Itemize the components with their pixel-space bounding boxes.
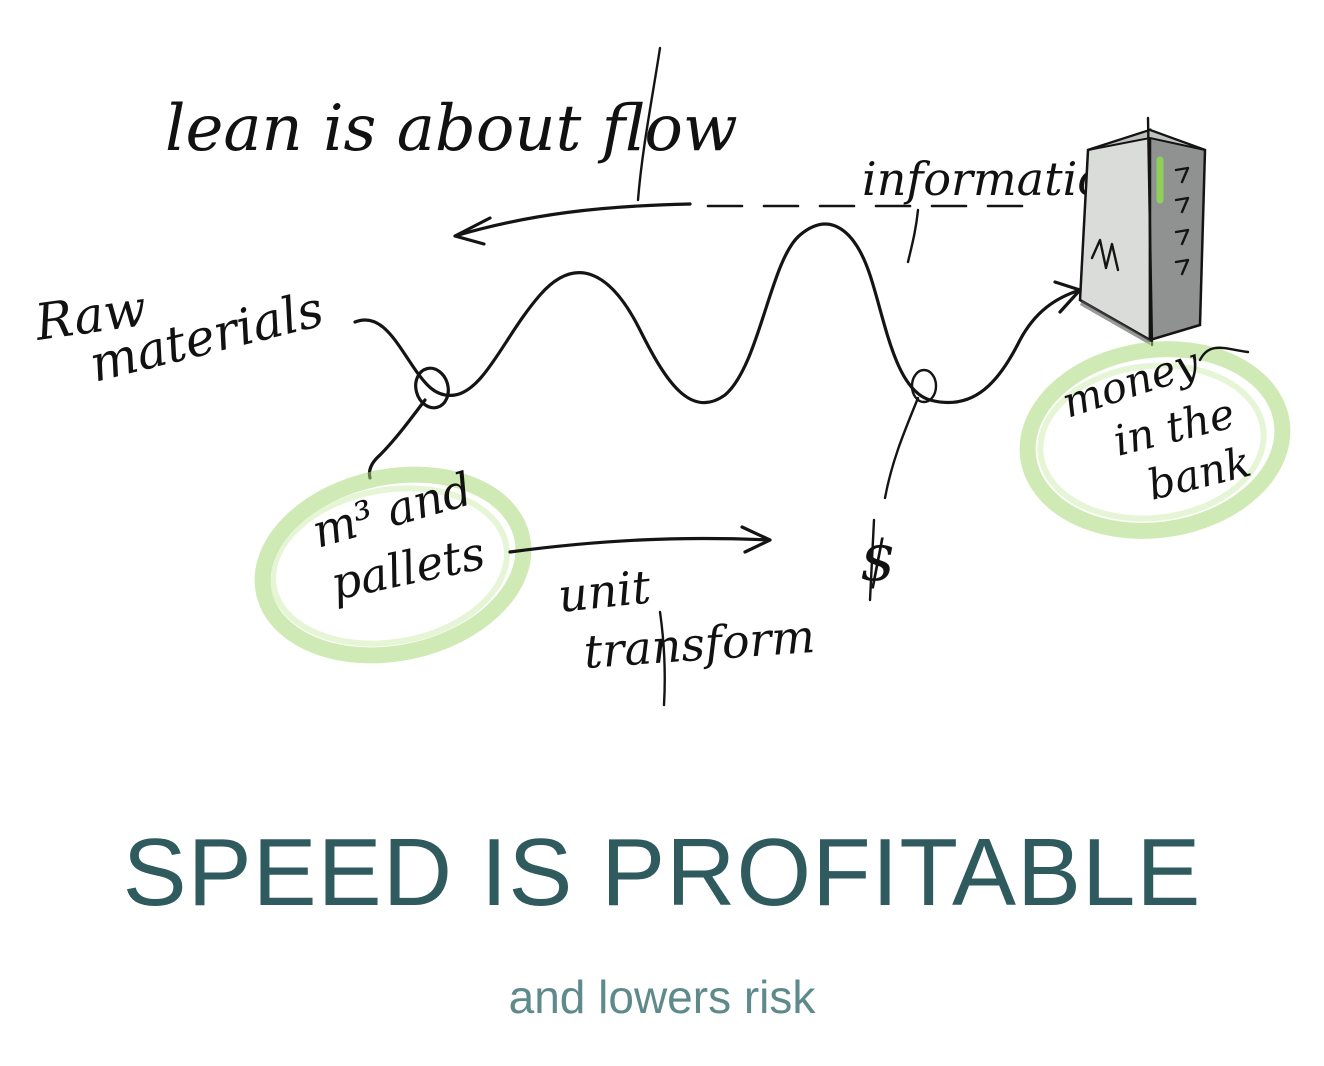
arrow-to-building — [1053, 280, 1082, 314]
lean-flow-sketch: lean is about flow information Raw mater… — [31, 46, 1291, 707]
flow-line — [353, 222, 1082, 405]
transform-stroke — [658, 610, 666, 707]
dollar-stroke — [868, 518, 876, 602]
highlight-m3 — [254, 466, 532, 664]
highlight-bank-inner — [1037, 362, 1267, 522]
connector-left — [367, 398, 427, 480]
highlight-m3-inner — [270, 485, 510, 647]
dollar-label: $ — [860, 529, 896, 594]
heading-stroke — [636, 46, 662, 202]
bank-stroke — [1198, 346, 1250, 362]
information-stroke — [906, 208, 920, 264]
connector-right — [883, 396, 920, 500]
highlight-bank — [1019, 341, 1291, 539]
slide-subtitle: and lowers risk — [508, 971, 816, 1023]
slide-title: SPEED IS PROFITABLE — [122, 819, 1202, 926]
knot-left — [414, 366, 450, 410]
unit-label: unit — [556, 560, 654, 623]
arrow-left-icon — [453, 202, 692, 246]
transform-label: transform — [582, 609, 817, 679]
knot-right — [910, 368, 938, 404]
bank-building-icon — [1078, 116, 1207, 347]
arrow-right-icon — [508, 525, 772, 554]
